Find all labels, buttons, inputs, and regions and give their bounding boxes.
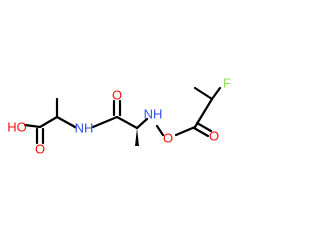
amide-carbonyl-oxygen-label: O: [112, 87, 122, 102]
ester-carbonyl-oxygen-label: O: [209, 128, 219, 143]
bond: [23, 123, 42, 129]
hydroxyl-label: HO: [7, 119, 27, 134]
bond-lines: [23, 86, 222, 145]
bond: [210, 86, 222, 101]
amine-nitrogen-label: NH: [144, 106, 163, 121]
fluorine-label: F: [223, 75, 231, 90]
bond: [193, 86, 214, 101]
bond: [174, 125, 197, 137]
acid-carbonyl-oxygen-label: O: [35, 141, 45, 156]
ether-oxygen-label: O: [163, 130, 173, 145]
bond: [195, 121, 213, 133]
bond: [155, 124, 165, 137]
wedge-bond: [135, 128, 139, 146]
bond: [38, 115, 59, 129]
bond: [115, 115, 139, 130]
bond: [91, 115, 119, 129]
atom-labels: HO O NH O NH O O F: [7, 75, 231, 156]
amide-nitrogen-label: NH: [75, 120, 94, 135]
bond: [192, 126, 210, 138]
bond: [135, 117, 149, 130]
molecule-structure: HO O NH O NH O O F: [7, 75, 231, 156]
bond: [193, 97, 214, 129]
wedge-bond: [57, 117, 76, 129]
